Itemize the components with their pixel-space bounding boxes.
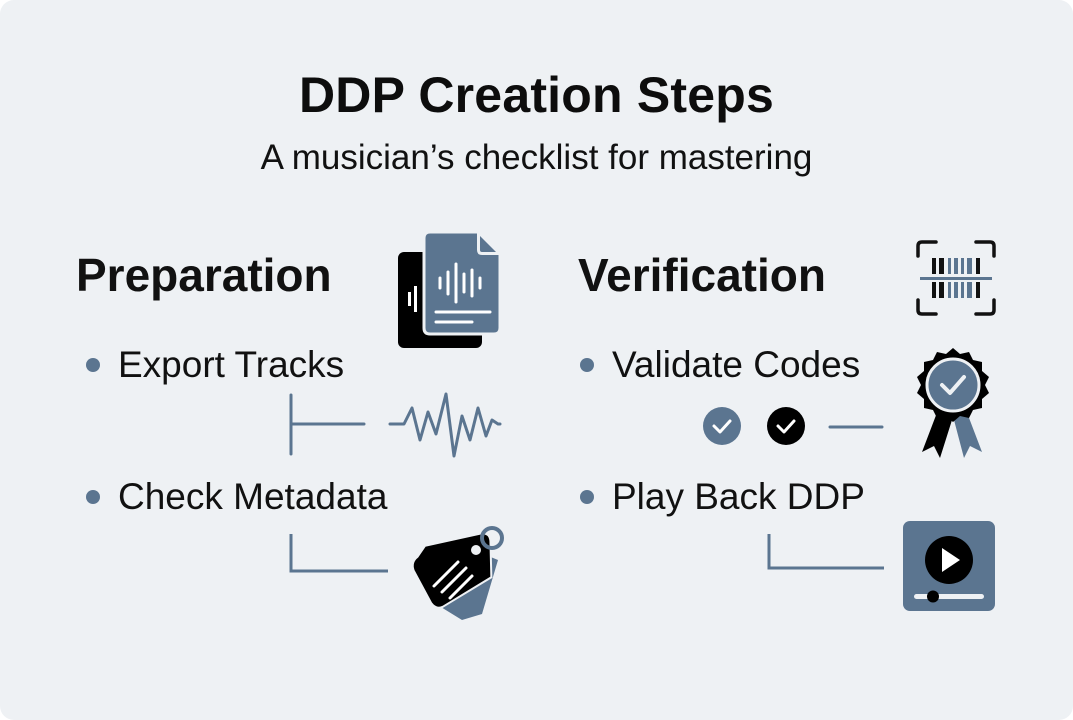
tag-icon <box>289 526 504 620</box>
item-export-tracks: Export Tracks <box>118 344 345 385</box>
connector-line <box>767 534 884 570</box>
bullet-dot <box>86 490 100 504</box>
media-player-icon <box>903 521 995 611</box>
check-circle-icon <box>703 407 741 445</box>
section-title-preparation: Preparation <box>76 249 332 301</box>
award-badge-icon <box>917 348 989 458</box>
item-validate-codes: Validate Codes <box>612 344 861 385</box>
check-circle-icon <box>767 407 805 445</box>
item-play-back-ddp: Play Back DDP <box>612 476 865 517</box>
page-title: DDP Creation Steps <box>298 67 774 123</box>
audio-files-icon <box>398 230 502 348</box>
item-check-metadata: Check Metadata <box>118 476 388 517</box>
bullet-dot <box>86 358 100 372</box>
barcode-scan-icon <box>916 240 996 316</box>
page-subtitle: A musician’s checklist for mastering <box>260 138 813 177</box>
waveform-icon <box>289 392 502 458</box>
bullet-dot <box>580 358 594 372</box>
bullet-dot <box>580 490 594 504</box>
connector-line <box>828 425 884 429</box>
section-title-verification: Verification <box>578 249 826 301</box>
